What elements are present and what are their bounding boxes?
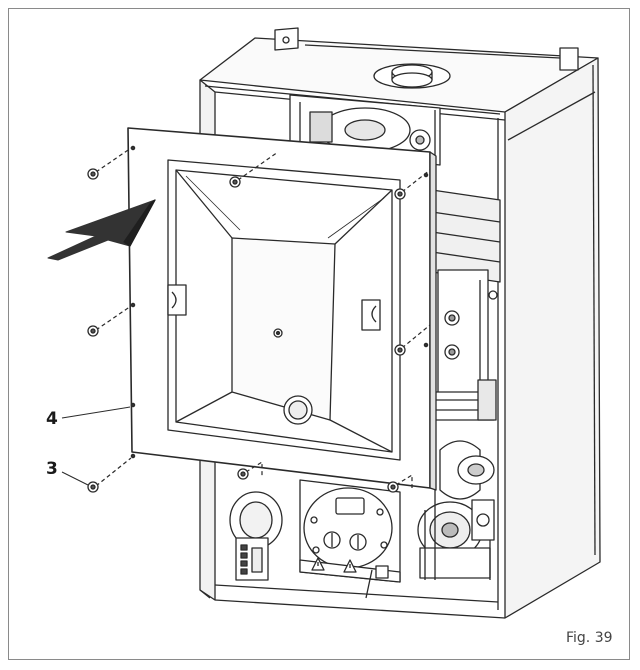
expansion-vessel: [229, 491, 283, 581]
control-panel: [299, 479, 401, 599]
callout-leaders: [61, 406, 131, 486]
front-panel: [127, 127, 437, 491]
callout-label-4: 4: [46, 409, 58, 429]
callout-label-3: 3: [46, 459, 58, 479]
pump-and-piping: [417, 440, 495, 580]
removal-direction-arrow: [47, 199, 156, 261]
boiler-casing: [199, 27, 601, 619]
figure-caption: Fig. 39: [566, 630, 613, 646]
panel-screws: [87, 147, 431, 493]
heat-exchanger: [431, 189, 501, 421]
